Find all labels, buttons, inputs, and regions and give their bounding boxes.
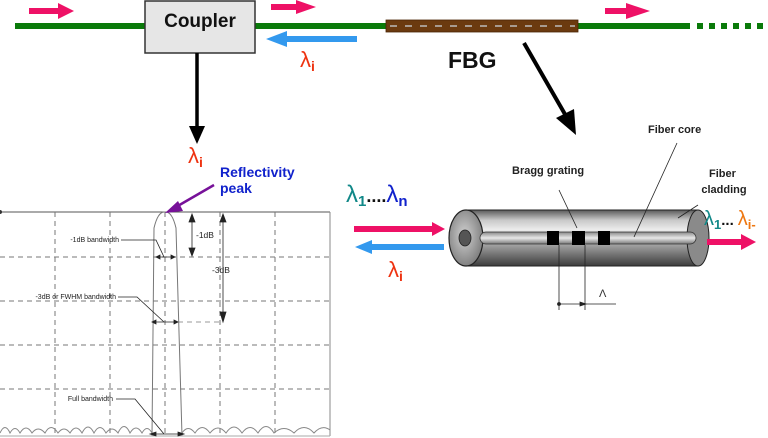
- fiber-core: [479, 231, 697, 245]
- spectrum-grid: [0, 212, 330, 436]
- fiber-cladding-leader: [677, 204, 699, 219]
- fiber-core-label: Fiber core: [648, 124, 701, 136]
- reflected-output-arrow-icon: [355, 240, 444, 254]
- coupler-box: Coupler: [144, 0, 256, 54]
- side-lobes-left: [0, 426, 153, 435]
- forward-arrow-icon: [605, 3, 650, 19]
- minus1db-bandwidth-label: -1dB bandwidth: [70, 237, 119, 244]
- reflectivity-peak-label: Reflectivity peak: [220, 164, 299, 196]
- coupler-output-arrow-icon: [189, 53, 205, 144]
- lambda-i-reflected-detail-label: λi: [388, 257, 403, 284]
- grating-period-marker: [557, 245, 616, 310]
- lambda-i-peak-label: λi: [188, 143, 203, 170]
- side-lobes-right: [181, 426, 331, 434]
- minus3db-label: -3dB: [212, 265, 230, 275]
- fiber-cladding-label: Fiber cladding: [701, 168, 746, 196]
- fbg-detail-arrow-icon: [522, 42, 576, 135]
- fiber-core-leader: [633, 142, 678, 238]
- reflected-arrow-icon: [266, 31, 357, 47]
- minus3db-bandwidth-label: -3dB or FWHM bandwidth: [35, 294, 116, 301]
- grating-bar: [598, 231, 610, 245]
- peak-pointer-arrow-icon: [165, 183, 215, 213]
- fbg-segment: [385, 19, 579, 33]
- lambda-range-output-label: λ1...λi-: [704, 208, 756, 232]
- input-forward-arrow-icon: [354, 222, 445, 236]
- grating-bar: [572, 231, 585, 245]
- output-forward-arrow-icon: [707, 234, 756, 250]
- coupler-label: Coupler: [164, 11, 236, 32]
- reflection-spectrum: -1dB bandwidth -3dB or FWHM bandwidth Fu…: [0, 210, 331, 437]
- lambda-range-input-label: λ1....λn: [346, 181, 408, 210]
- bragg-grating-leader: [558, 189, 578, 229]
- lambda-i-reflected-label: λi: [300, 47, 315, 74]
- grating-period-label: Λ: [599, 288, 607, 300]
- forward-arrow-icon: [29, 3, 74, 19]
- full-bandwidth-label: Full bandwidth: [68, 396, 113, 403]
- reflectivity-peak-curve: [151, 211, 183, 437]
- fbg-label: FBG: [448, 47, 497, 73]
- minus1db-label: -1dB: [196, 230, 214, 240]
- fiber-cylinder: [448, 209, 710, 267]
- forward-arrow-icon: [271, 0, 316, 14]
- grating-bar: [547, 231, 559, 245]
- bragg-grating-label: Bragg grating: [512, 165, 584, 177]
